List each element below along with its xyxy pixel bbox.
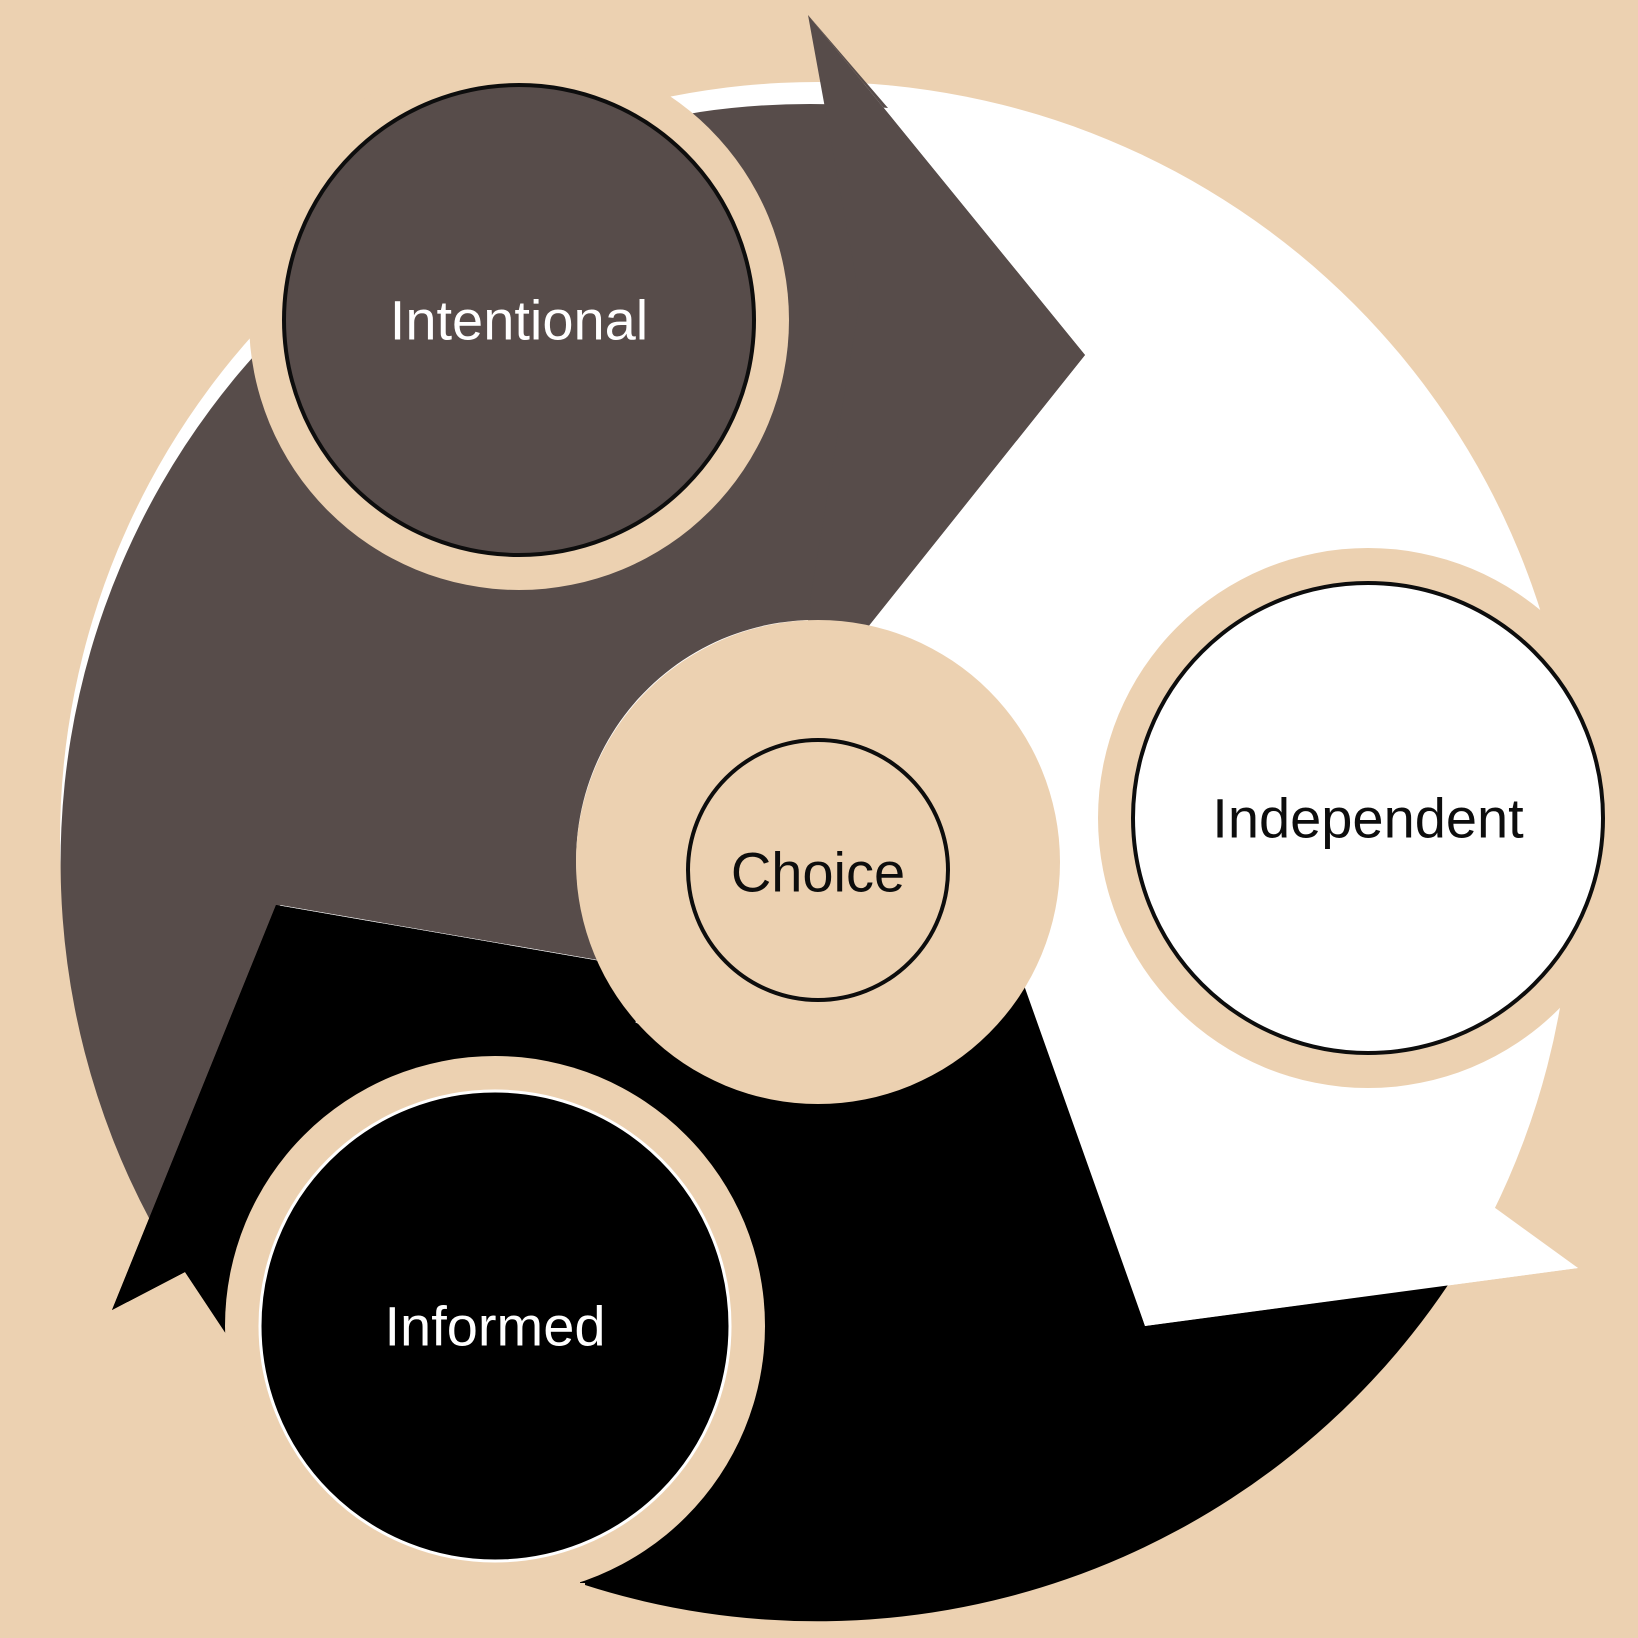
label-center: Choice xyxy=(731,841,905,904)
label-independent: Independent xyxy=(1212,787,1524,850)
node-independent xyxy=(1131,581,1605,1055)
label-intentional: Intentional xyxy=(390,289,648,352)
node-informed xyxy=(258,1089,732,1563)
center-node xyxy=(686,738,950,1002)
informed-arrow-body xyxy=(585,985,1448,1622)
intentional-arrow-head xyxy=(808,15,1085,697)
label-informed: Informed xyxy=(385,1295,606,1358)
node-intentional xyxy=(282,83,756,557)
independent-arrow-tip xyxy=(998,900,1578,1326)
